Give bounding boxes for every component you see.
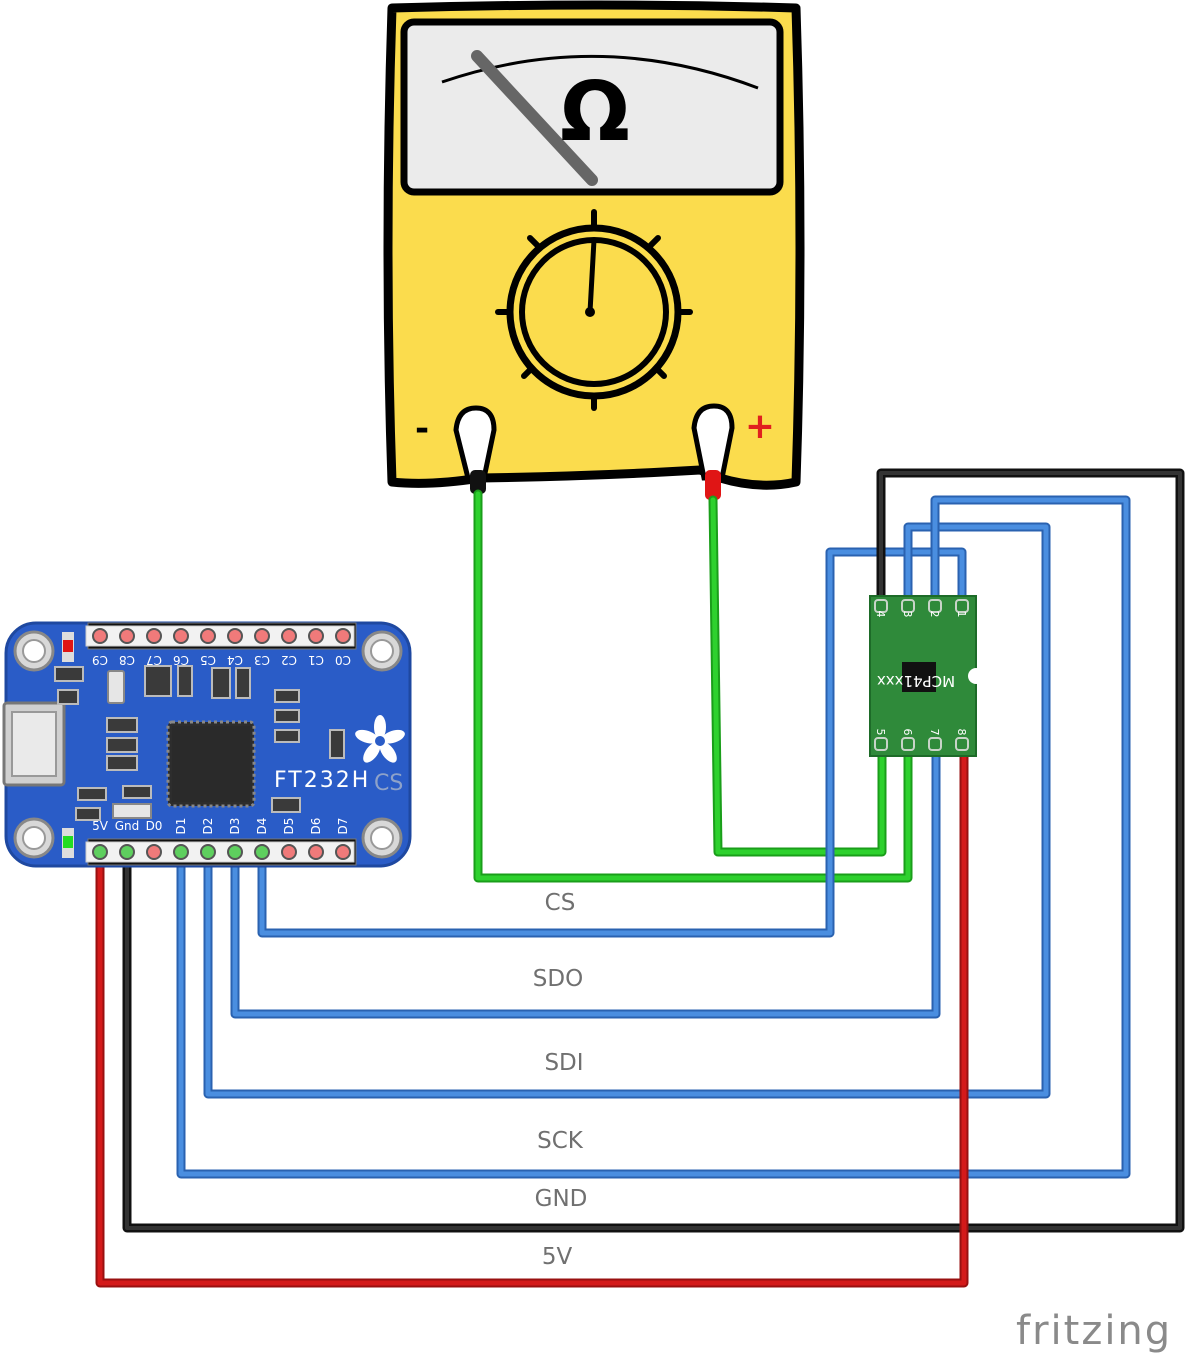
negative-sign: - (415, 409, 429, 449)
board-pin-c5[interactable] (200, 628, 216, 644)
board-pin-label: C7 (146, 653, 162, 667)
board-pin-d1[interactable] (173, 844, 189, 860)
chip-bottom-pins: 5 6 7 8 (874, 729, 969, 751)
board-pin-d6[interactable] (308, 844, 324, 860)
ft232h-board: FT232H CS C9 C8 C7 C6 C5 C4 C3 C2 C1 C0 5V Gnd D0 D1… (2, 621, 412, 868)
adafruit-logo (355, 715, 405, 763)
chip-pin-2[interactable] (928, 599, 942, 613)
board-cs-mark: CS (374, 771, 403, 796)
dial-center (585, 307, 595, 317)
board-pin-c9[interactable] (92, 628, 108, 644)
negative-jack[interactable] (453, 405, 497, 481)
chip-pin-6[interactable] (901, 737, 915, 751)
board-pin-label: C5 (200, 653, 216, 667)
board-pin-label: C2 (281, 653, 297, 667)
label-sck: SCK (537, 1128, 583, 1154)
chip-top-pins: 4 3 2 1 (874, 599, 969, 618)
chip-pin-label: 4 (874, 611, 887, 618)
board-pin-d3[interactable] (227, 844, 243, 860)
ohm-symbol: Ω (560, 65, 630, 160)
chip-pin-label: 3 (901, 611, 914, 618)
board-pin-label: D7 (336, 818, 350, 835)
chip-pin-4[interactable] (874, 599, 888, 613)
chip-pin-3[interactable] (901, 599, 915, 613)
board-pin-label: C0 (335, 653, 351, 667)
chip-package (902, 662, 936, 692)
board-pin-label: C9 (92, 653, 108, 667)
chip-pin-label: 2 (928, 611, 941, 618)
board-pin-label: D0 (146, 819, 163, 833)
board-pin-c7[interactable] (146, 628, 162, 644)
board-pin-c4[interactable] (227, 628, 243, 644)
board-pin-c6[interactable] (173, 628, 189, 644)
board-pin-label: D5 (282, 818, 296, 835)
board-name: FT232H (274, 768, 370, 793)
chip-pin-label: 6 (901, 729, 914, 736)
board-pin-d5[interactable] (281, 844, 297, 860)
board-pin-c8[interactable] (119, 628, 135, 644)
chip-pin-1[interactable] (955, 599, 969, 613)
board-pin-label: D1 (174, 818, 188, 835)
board-pin-label: D2 (201, 818, 215, 835)
board-pin-5v[interactable] (92, 844, 108, 860)
chip-pin-7[interactable] (928, 737, 942, 751)
board-pin-label: C6 (173, 653, 189, 667)
dial-pointer (587, 237, 597, 315)
label-cs: CS (544, 890, 576, 916)
board-pin-c1[interactable] (308, 628, 324, 644)
label-sdo: SDO (532, 966, 584, 992)
positive-probe-tip (705, 470, 721, 500)
board-top-pins: C9 C8 C7 C6 C5 C4 C3 C2 C1 C0 (92, 628, 351, 667)
board-pin-label: D4 (255, 818, 269, 835)
label-sdi: SDI (544, 1050, 584, 1076)
board-pin-label: 5V (92, 819, 109, 833)
positive-jack[interactable] (691, 403, 735, 481)
board-pin-d0[interactable] (146, 844, 162, 860)
negative-probe-tip (470, 470, 486, 494)
chip-pin-5[interactable] (874, 737, 888, 751)
positive-sign: + (745, 406, 775, 447)
board-pin-c0[interactable] (335, 628, 351, 644)
board-pin-gnd[interactable] (119, 844, 135, 860)
board-pin-label: D6 (309, 818, 323, 835)
chip-pin-label: 1 (955, 611, 968, 618)
board-pin-d2[interactable] (200, 844, 216, 860)
board-pin-c3[interactable] (254, 628, 270, 644)
crystal (107, 670, 125, 704)
chip-pin-label: 8 (955, 729, 968, 736)
board-bottom-pins: 5V Gnd D0 D1 D2 D3 D4 D5 D6 D7 (92, 818, 351, 860)
label-gnd: GND (534, 1186, 588, 1212)
board-pin-label: C4 (227, 653, 243, 667)
chip-pin-label: 7 (928, 729, 941, 736)
board-pin-label: D3 (228, 818, 242, 835)
mcp41xxx-module: MCP41xxx 4 3 2 1 5 6 7 8 (869, 595, 984, 757)
board-pin-c2[interactable] (281, 628, 297, 644)
fritzing-watermark: fritzing (1016, 1308, 1173, 1354)
label-5v: 5V (541, 1244, 573, 1270)
meter-display (400, 18, 784, 196)
board-pin-label: Gnd (115, 819, 140, 833)
chip-label: MCP41xxx (877, 672, 955, 690)
multimeter: Ω - + (383, 0, 805, 500)
chip-pin-8[interactable] (955, 737, 969, 751)
board-pin-d4[interactable] (254, 844, 270, 860)
board-pin-label: C3 (254, 653, 270, 667)
board-pin-label: C8 (119, 653, 135, 667)
wires (95, 468, 1185, 1288)
smd-components (54, 665, 345, 821)
chip-pin-label: 5 (874, 729, 887, 736)
board-pin-d7[interactable] (335, 844, 351, 860)
meter-needle (471, 50, 598, 186)
board-pin-label: C1 (308, 653, 324, 667)
